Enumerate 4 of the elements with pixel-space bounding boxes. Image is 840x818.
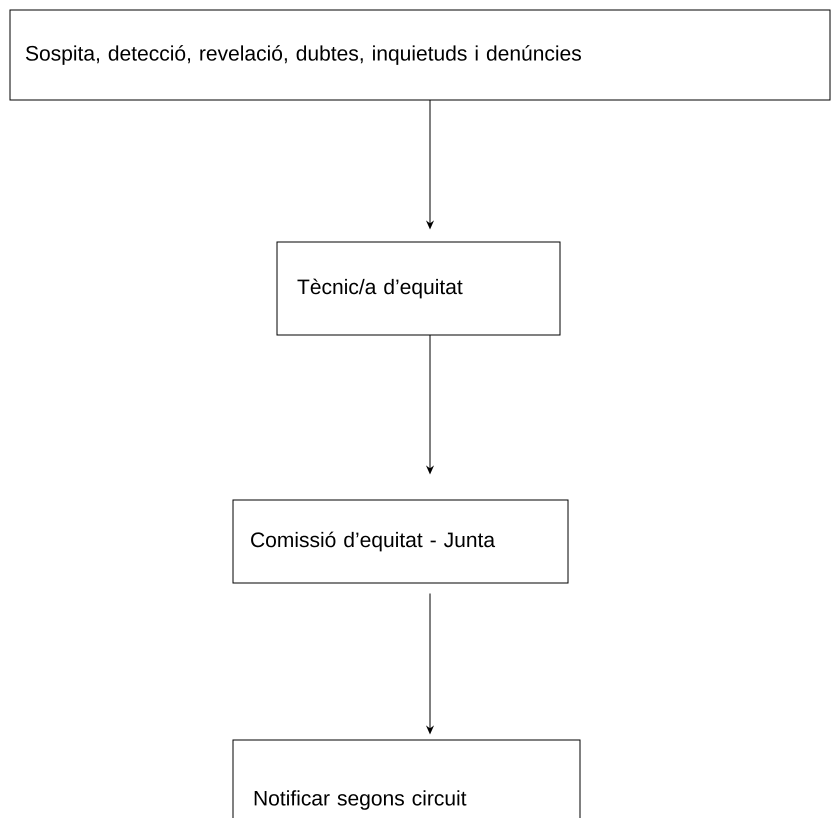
process-box: Sospita, detecció, revelació, dubtes, inquietuds i denúncies	[10, 10, 830, 100]
process-box: Comissió d’equitat - Junta	[232, 500, 568, 584]
process-box: Tècnic/a d’equitat	[276, 242, 560, 336]
process-box: Notificar segons circuit	[232, 740, 580, 818]
